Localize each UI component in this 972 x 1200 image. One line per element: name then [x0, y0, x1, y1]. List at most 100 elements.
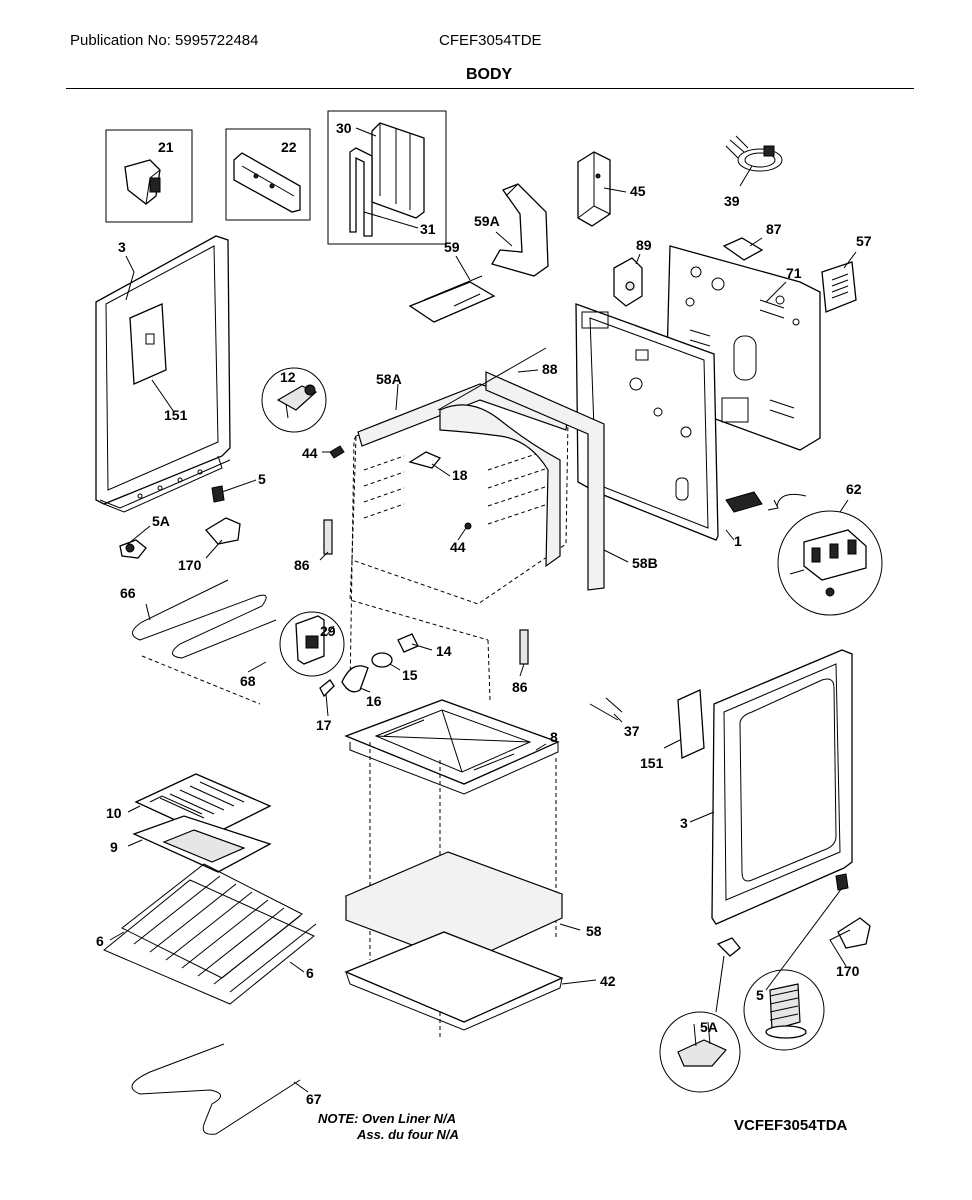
part-5A-leg-base-left [119, 539, 147, 559]
part-68-wire [141, 655, 261, 705]
part-87-bracket [722, 237, 764, 261]
diagram-code: VCFEF3054TDA [734, 1117, 848, 1134]
part-88-wire [437, 347, 547, 411]
callout-5A-left: 5A [152, 513, 170, 529]
part-5A-leg-base-right [659, 937, 741, 1093]
callout-151-left: 151 [164, 407, 188, 423]
part-17-clip [319, 679, 335, 698]
section-title: BODY [466, 66, 513, 83]
callout-8: 8 [550, 729, 558, 745]
part-3-left-side-panel [95, 235, 231, 513]
part-89-bracket [613, 257, 643, 307]
callout-9: 9 [110, 839, 118, 855]
inset-box-21 [105, 129, 193, 223]
callout-31: 31 [420, 221, 436, 237]
part-5-leveling-leg-right [743, 873, 849, 1051]
callout-5-right: 5 [756, 987, 764, 1003]
callout-17: 17 [316, 717, 332, 733]
callout-151-right: 151 [640, 755, 664, 771]
callout-89: 89 [636, 237, 652, 253]
callout-12: 12 [280, 369, 296, 385]
part-37-wire [589, 697, 623, 721]
part-45-bracket [577, 151, 611, 227]
part-62-terminal-block [725, 491, 883, 616]
callout-29: 29 [320, 623, 336, 639]
part-57-cover [821, 261, 857, 313]
part-170-bracket-right [837, 917, 871, 949]
leader-lines [109, 127, 857, 1093]
callout-170-left: 170 [178, 557, 202, 573]
callout-62: 62 [846, 481, 862, 497]
callout-6-b: 6 [306, 965, 314, 981]
callout-59: 59 [444, 239, 460, 255]
part-170-bracket-left [205, 517, 241, 545]
callout-15: 15 [402, 667, 418, 683]
part-29-inset [279, 611, 345, 677]
callout-21: 21 [158, 139, 174, 155]
part-151-left-bracket [129, 303, 167, 385]
header-rule [66, 88, 914, 89]
part-151-right-bracket [677, 689, 705, 759]
inset-box-22 [225, 128, 311, 221]
part-67-bake-element [131, 1043, 301, 1135]
callout-1: 1 [734, 533, 742, 549]
part-42-pan [344, 931, 564, 1031]
part-44-screws [329, 445, 472, 530]
callout-3-left: 3 [118, 239, 126, 255]
inset-box-30-31 [327, 110, 447, 245]
part-58B-insulation-side [485, 371, 605, 591]
callout-18: 18 [452, 467, 468, 483]
part-39-cord [725, 135, 783, 172]
callout-30: 30 [336, 120, 352, 136]
callout-labels: 21 22 30 31 45 39 59A 59 89 87 57 71 3 1… [96, 120, 872, 1107]
callout-10: 10 [106, 805, 122, 821]
callout-87: 87 [766, 221, 782, 237]
callout-71: 71 [786, 265, 802, 281]
part-59-duct [408, 275, 496, 323]
callout-59A: 59A [474, 213, 500, 229]
callout-58: 58 [586, 923, 602, 939]
callout-86-a: 86 [294, 557, 310, 573]
part-6-oven-racks [103, 863, 317, 1005]
callout-86-b: 86 [512, 679, 528, 695]
callout-16: 16 [366, 693, 382, 709]
part-12-component [261, 367, 327, 433]
part-66-broil-element [132, 579, 277, 659]
part-58-insulation-pad [344, 851, 564, 965]
callout-58A: 58A [376, 371, 402, 387]
callout-39: 39 [724, 193, 740, 209]
callout-6-a: 6 [96, 933, 104, 949]
callout-58B: 58B [632, 555, 658, 571]
callout-88: 88 [542, 361, 558, 377]
callout-5-left: 5 [258, 471, 266, 487]
callout-3-right: 3 [680, 815, 688, 831]
part-5-leveling-leg-left [211, 485, 225, 503]
part-16-lens [341, 665, 369, 693]
note-line-1: NOTE: Oven Liner N/A [318, 1111, 456, 1126]
callout-44-b: 44 [450, 539, 466, 555]
callout-67: 67 [306, 1091, 322, 1107]
part-86-hinge-receivers [323, 519, 529, 665]
part-14-socket [397, 633, 419, 653]
callout-66: 66 [120, 585, 136, 601]
model-number: CFEF3054TDE [439, 32, 542, 49]
callout-22: 22 [281, 139, 297, 155]
callout-68: 68 [240, 673, 256, 689]
callout-14: 14 [436, 643, 452, 659]
note-line-2: Ass. du four N/A [357, 1127, 459, 1142]
part-18-bracket [408, 451, 442, 469]
part-3-right-side-panel [711, 649, 853, 925]
part-9-vent-tray [132, 815, 272, 873]
part-59A-duct [491, 183, 549, 277]
callout-37: 37 [624, 723, 640, 739]
callout-57: 57 [856, 233, 872, 249]
callout-5A-right: 5A [700, 1019, 718, 1035]
part-1-front-frame [575, 303, 719, 541]
callout-170-right: 170 [836, 963, 860, 979]
part-8-bottom-panel [344, 699, 560, 795]
callout-44-a: 44 [302, 445, 318, 461]
callout-42: 42 [600, 973, 616, 989]
publication-number: Publication No: 5995722484 [70, 32, 259, 49]
part-15-bulb [371, 652, 393, 668]
